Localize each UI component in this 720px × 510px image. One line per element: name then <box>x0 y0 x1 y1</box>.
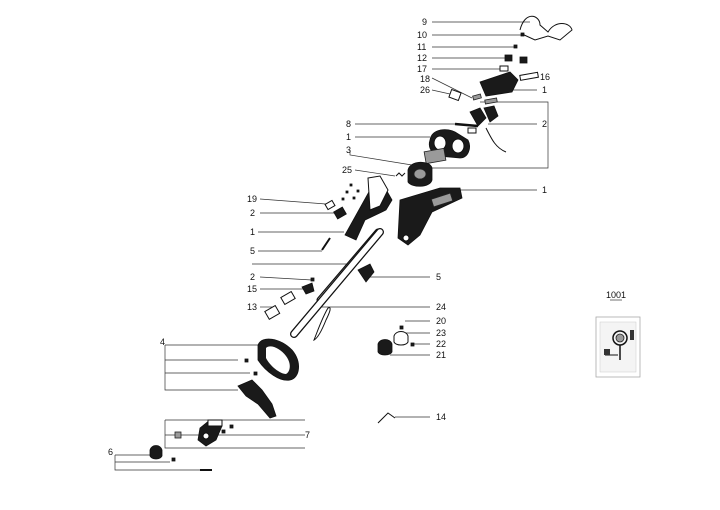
cable-pin <box>321 237 331 251</box>
motor-bracket <box>423 147 447 165</box>
loop-handle <box>257 338 299 381</box>
lower-clamp-hole <box>202 432 210 440</box>
handle-screw <box>267 367 272 372</box>
cable <box>485 127 507 153</box>
callout-2-switch: 2 <box>250 208 255 218</box>
allen-key <box>377 412 396 424</box>
top-cover <box>479 71 519 97</box>
handle-screw <box>253 371 258 376</box>
callout-18: 18 <box>420 74 430 84</box>
callout-11: 11 <box>417 42 426 52</box>
callout-1-motor-housing: 1 <box>346 132 351 142</box>
callout-4: 4 <box>160 337 165 347</box>
connector-part <box>484 97 498 105</box>
callout-3: 3 <box>346 145 351 155</box>
callout-labels: 9 10 11 12 17 16 18 26 1 2 8 1 3 25 1 19… <box>108 17 626 457</box>
callout-26: 26 <box>420 85 430 95</box>
callout-2-lower: 2 <box>250 272 255 282</box>
callout-13: 13 <box>247 302 257 312</box>
clamp-screw <box>221 429 226 434</box>
callout-19: 19 <box>247 194 257 204</box>
bail-handle-wire <box>519 15 573 41</box>
screw-column <box>341 183 360 201</box>
bolt-part <box>399 325 404 330</box>
rear-handle-shell <box>367 175 389 211</box>
callout-7: 7 <box>305 430 310 440</box>
small-block <box>467 127 477 134</box>
screw-rod <box>454 122 479 128</box>
screw-part <box>520 32 525 37</box>
housing-half-upper-left <box>469 107 487 127</box>
clamp-nut <box>174 431 182 439</box>
callout-21: 21 <box>436 350 446 360</box>
coupling-ring <box>377 339 393 356</box>
callout-5-clamp: 5 <box>436 272 441 282</box>
callout-5-shaft: 5 <box>250 246 255 256</box>
sleeve-lower <box>264 304 281 321</box>
knob-screw <box>171 457 176 462</box>
callout-25: 25 <box>342 165 352 175</box>
clamp-screw <box>229 424 234 429</box>
callout-14: 14 <box>436 412 446 422</box>
callout-24: 24 <box>436 302 446 312</box>
callout-1-rear: 1 <box>250 227 255 237</box>
callout-20: 20 <box>436 316 446 326</box>
label-plate <box>499 65 509 72</box>
spring <box>395 172 406 177</box>
callout-16: 16 <box>540 72 550 82</box>
callout-10: 10 <box>417 30 427 40</box>
callout-6: 6 <box>108 447 113 457</box>
handle-clamp <box>237 379 277 419</box>
callout-9: 9 <box>422 17 427 27</box>
callout-1001: 1001 <box>606 290 626 300</box>
pin-part <box>410 342 415 347</box>
screw-part <box>513 44 518 49</box>
callout-23: 23 <box>436 328 446 338</box>
handle-assembly <box>397 187 463 246</box>
small-plate <box>324 199 336 211</box>
connector-part <box>472 93 482 101</box>
callout-22: 22 <box>436 339 446 349</box>
callout-8: 8 <box>346 119 351 129</box>
motor-unit <box>407 161 433 187</box>
callout-1-handle: 1 <box>542 185 547 195</box>
cable-loop <box>313 307 331 342</box>
shaft-clamp <box>357 263 375 283</box>
coupling-nut <box>393 331 409 346</box>
callout-15: 15 <box>247 284 257 294</box>
callout-1-top: 1 <box>542 85 547 95</box>
housing-half-upper-right <box>483 105 499 123</box>
motor-housing <box>428 129 470 159</box>
callout-17: 17 <box>417 64 427 74</box>
callout-12: 12 <box>417 53 427 63</box>
leader-lines <box>114 21 622 471</box>
product-sticker <box>595 316 641 378</box>
switch-pad <box>519 56 528 64</box>
knob-6 <box>149 445 163 460</box>
trigger-switch <box>333 206 347 220</box>
thin-plate <box>519 71 539 81</box>
callout-2-top: 2 <box>542 119 547 129</box>
switch-pad <box>504 54 513 62</box>
small-screw <box>310 277 315 282</box>
sleeve-upper <box>280 290 296 306</box>
knob-part <box>301 282 315 295</box>
handle-screw <box>244 358 249 363</box>
foam-pad <box>448 88 462 102</box>
clamp-plate <box>207 419 223 427</box>
